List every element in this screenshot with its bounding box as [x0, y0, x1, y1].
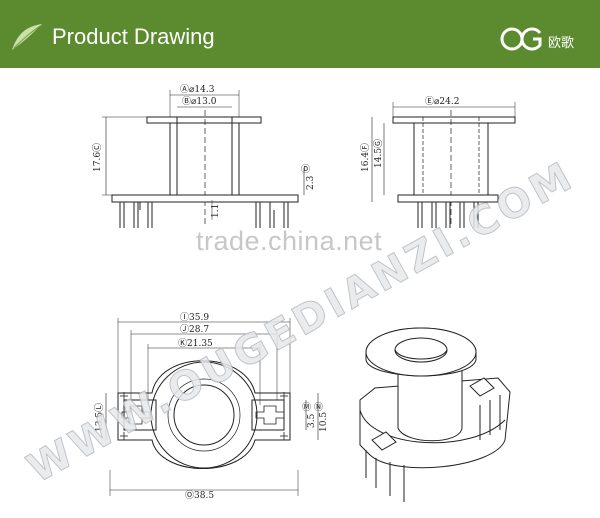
dim-small: 1.1 [211, 204, 221, 218]
side-view-left [102, 90, 305, 228]
top-view [105, 318, 319, 496]
header-band: Product Drawing 欧歌 [0, 0, 600, 68]
dim-c: 17.6Ⓒ [92, 143, 103, 172]
page-title: Product Drawing [52, 24, 215, 49]
dim-l: 13.5Ⓛ [94, 403, 105, 432]
dim-i: Ⓘ35.9 [180, 312, 209, 323]
dim-j: Ⓙ28.7 [180, 324, 209, 335]
dim-n: Ⓝ [314, 402, 323, 413]
dim-f: 16.4Ⓕ [360, 143, 371, 172]
dim-m: Ⓜ [302, 402, 311, 413]
logo-chinese-text: 欧歌 [548, 36, 575, 51]
dim-d-val: 2.3 [306, 175, 316, 190]
dim-n-val: 10.5 [319, 412, 329, 432]
side-view-right [371, 102, 516, 228]
leaf-icon [12, 24, 42, 50]
isometric-view [359, 327, 511, 502]
dim-o: Ⓞ38.5 [185, 490, 214, 501]
dim-a: Ⓐ⌀14.3 [180, 84, 215, 95]
dim-b: Ⓑ⌀13.0 [182, 96, 217, 107]
trade-watermark: trade.china.net [196, 226, 383, 256]
og-logo [500, 27, 542, 51]
dim-m-val: 3.5 [307, 413, 317, 428]
dim-k: Ⓚ21.35 [178, 338, 213, 349]
dim-g: 14.5Ⓖ [373, 139, 384, 168]
dim-d: Ⓓ [301, 164, 310, 175]
dim-e: Ⓔ⌀24.2 [425, 96, 459, 107]
